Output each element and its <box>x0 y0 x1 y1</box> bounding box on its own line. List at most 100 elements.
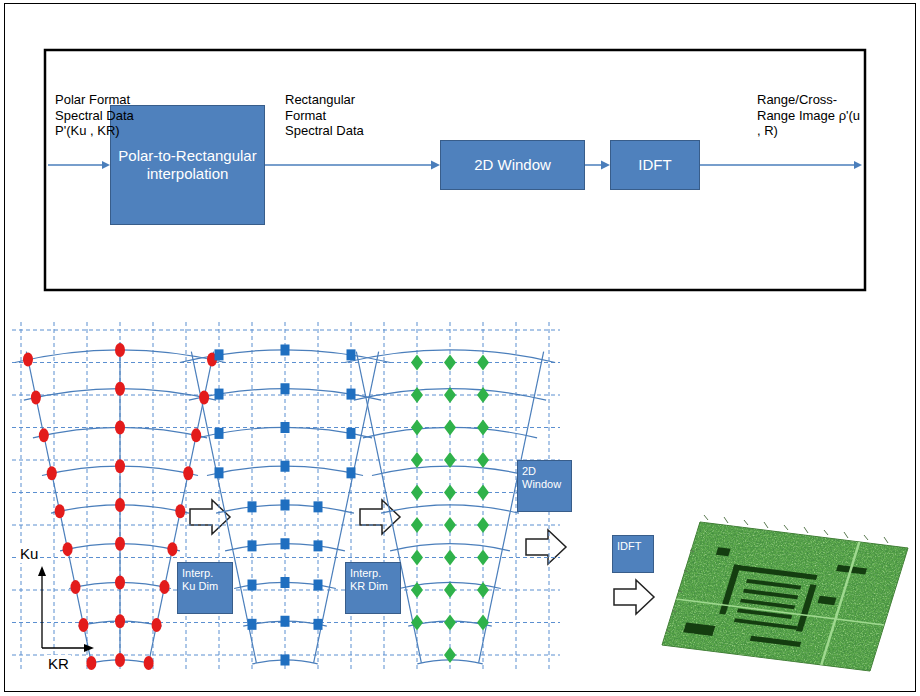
box-text: Interp. KR Dim <box>350 567 396 593</box>
grid-line <box>186 322 187 672</box>
arrowhead <box>854 161 862 169</box>
rect-sample <box>444 517 456 533</box>
hollow-arrow <box>614 580 654 614</box>
ku-interp-sample <box>281 422 290 433</box>
polar-sample <box>191 428 201 442</box>
ku-interp-sample <box>281 616 290 627</box>
axis-line <box>41 574 42 648</box>
polar-sample <box>115 421 125 435</box>
rect-sample <box>477 485 489 501</box>
ku-interp-sample <box>215 349 224 360</box>
ku-interp-sample <box>314 580 323 591</box>
ku-interp-sample <box>281 345 290 356</box>
polar-sample <box>71 580 81 594</box>
rect-sample <box>477 582 489 598</box>
polar-sample <box>115 576 125 590</box>
sar-speckle <box>660 520 910 675</box>
arrowhead <box>601 161 610 170</box>
axis-label: KR <box>46 655 71 673</box>
rect-sample <box>477 355 489 371</box>
ku-interp-sample <box>248 540 257 551</box>
polar-sample <box>115 498 125 512</box>
polar-sample <box>115 653 125 667</box>
flow-frame <box>45 50 865 290</box>
rect-sample <box>411 420 423 436</box>
rect-sample <box>411 517 423 533</box>
step-box: Interp. Ku Dim <box>177 562 233 614</box>
flow-connector <box>585 161 610 170</box>
input-arrow <box>48 164 104 166</box>
ku-interp-sample <box>281 538 290 549</box>
connector-line <box>265 164 432 166</box>
grid-line <box>21 322 22 672</box>
axis-ticks <box>666 515 888 632</box>
grid-line <box>384 322 385 672</box>
connector-line <box>585 164 602 166</box>
ku-interp-sample <box>347 389 356 400</box>
ku-interp-sample <box>314 501 323 512</box>
ku-interp-sample <box>347 467 356 478</box>
flow-label: Rectangular Format Spectral Data <box>285 92 377 139</box>
box-text: IDFT <box>638 156 671 174</box>
ku-interp-sample <box>281 655 290 666</box>
box-text: 2D Window <box>474 156 551 174</box>
ku-interp-sample <box>347 349 356 360</box>
hollow-arrow <box>526 530 566 564</box>
outer-border <box>5 4 916 692</box>
rect-sample <box>411 485 423 501</box>
step-box: Interp. KR Dim <box>345 562 401 614</box>
rect-sample <box>444 550 456 566</box>
polar-sample <box>115 459 125 473</box>
rect-sample <box>411 387 423 403</box>
ku-interp-sample <box>281 461 290 472</box>
polar-sample <box>55 504 65 518</box>
ku-interp-sample <box>215 467 224 478</box>
polar-sample <box>86 656 96 670</box>
polar-sample <box>47 466 57 480</box>
polar-sample <box>152 618 162 632</box>
grid-line <box>87 322 88 672</box>
ku-interp-sample <box>314 619 323 630</box>
ku-interp-sample <box>314 540 323 551</box>
polar-sample <box>175 504 185 518</box>
box-text: 2D Window <box>522 465 567 491</box>
process-box: 2D Window <box>440 140 585 190</box>
ku-interp-sample <box>281 577 290 588</box>
polar-sample <box>199 390 209 404</box>
box-text: IDFT <box>617 540 641 553</box>
rect-sample <box>477 420 489 436</box>
grid-line <box>54 322 55 672</box>
rect-sample <box>444 387 456 403</box>
polar-sample <box>159 580 169 594</box>
rect-sample <box>444 582 456 598</box>
polar-sample <box>31 390 41 404</box>
ku-interp-sample <box>215 389 224 400</box>
rect-sample <box>477 615 489 631</box>
rect-sample <box>477 517 489 533</box>
rect-sample <box>411 355 423 371</box>
rect-sample <box>444 615 456 631</box>
polar-sample <box>115 537 125 551</box>
flow-connector <box>265 161 440 170</box>
process-box: IDFT <box>610 140 700 190</box>
process-box: Polar-to-Rectangular interpolation <box>110 105 265 225</box>
rect-sample <box>444 647 456 663</box>
arrowhead <box>38 566 46 576</box>
rect-sample <box>444 355 456 371</box>
arrowhead <box>102 161 110 169</box>
sar-buildings <box>662 522 908 671</box>
rect-sample <box>411 550 423 566</box>
axis-label: Ku <box>18 545 40 563</box>
hollow-arrow <box>360 500 400 534</box>
polar-sample <box>23 353 33 367</box>
flow-label: Polar Format Spectral Data P'(Ku , KR) <box>55 92 155 139</box>
ku-interp-sample <box>281 383 290 394</box>
rect-sample <box>477 452 489 468</box>
polar-sample <box>78 618 88 632</box>
polar-sample <box>167 542 177 556</box>
polar-sample <box>115 614 125 628</box>
grid-line <box>219 322 220 672</box>
ku-interp-sample <box>281 500 290 511</box>
ku-interp-sample <box>215 428 224 439</box>
